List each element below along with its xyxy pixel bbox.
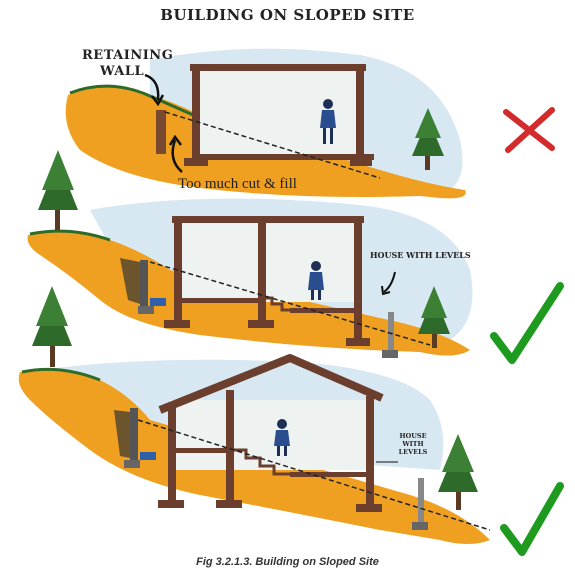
drain-3: [140, 452, 156, 460]
label-house-levels-line3: LEVELS: [398, 448, 428, 456]
cross-icon: [503, 107, 555, 153]
retaining-wall-2: [140, 260, 148, 306]
column-right-1: [356, 64, 364, 160]
original-slope-line-2: [149, 261, 431, 346]
house-interior-2: [180, 222, 358, 302]
floor-slab-1: [196, 154, 374, 160]
label-house-with-levels: HOUSE WITH LEVELS: [370, 250, 471, 260]
roof-3: [158, 354, 384, 414]
tree-1: [412, 108, 444, 170]
post-base-2: [382, 350, 398, 358]
label-house-levels-line1: HOUSE: [399, 432, 427, 440]
column-left-2: [174, 216, 182, 322]
tree-2-right: [418, 286, 450, 348]
grass-line-2: [29, 229, 111, 242]
retaining-wall-1: [156, 110, 166, 154]
person-figure-3: [274, 419, 290, 456]
floor-level-upper-2: [180, 298, 260, 303]
footing-block-2: [138, 306, 154, 314]
footing-left-3: [158, 500, 184, 508]
footing-mid-2: [248, 320, 274, 328]
label-cut-and-fill: Too much cut & fill: [178, 176, 297, 192]
floor-level-lower-3: [290, 472, 372, 477]
column-left-1: [192, 64, 200, 160]
house-interior-3: [170, 400, 370, 470]
footing-left-1: [184, 158, 208, 166]
arrow-house-levels: [383, 271, 396, 293]
gravel-backfill-3: [114, 410, 130, 458]
footing-block-3: [124, 460, 140, 468]
column-mid-2: [258, 216, 266, 322]
person-figure-1: [320, 99, 336, 144]
tree-3-right: [438, 434, 478, 510]
original-slope-line-3: [137, 419, 491, 531]
person-figure-2: [308, 261, 324, 300]
footing-right-3: [356, 504, 382, 512]
gravel-backfill-2: [120, 258, 140, 304]
grass-line-1: [69, 84, 201, 120]
stairs-2: [262, 296, 292, 312]
label-house-levels-line2: WITH: [402, 440, 424, 448]
label-retaining-wall-line2: WALL: [100, 64, 145, 79]
tree-3-left: [32, 286, 72, 367]
roof-beam-1: [190, 64, 366, 71]
label-retaining-wall-line1: RETAINING: [82, 48, 174, 63]
panel-1-cut-and-fill: [65, 48, 555, 199]
tree-2-left: [38, 150, 78, 230]
panel-3-split-level: [18, 286, 564, 556]
original-slope-line-1: [164, 111, 381, 179]
column-mid-3: [226, 390, 234, 504]
floor-level-upper-3: [172, 448, 232, 453]
figure-caption: Fig 3.2.1.3. Building on Sloped Site: [196, 556, 379, 568]
footing-mid-3: [216, 500, 242, 508]
column-right-2: [354, 216, 362, 340]
column-right-3: [366, 396, 374, 508]
footing-right-1: [350, 158, 372, 166]
footing-right-2: [346, 338, 370, 346]
post-base-3: [412, 522, 428, 530]
roof-beam-2: [172, 216, 364, 223]
retaining-wall-3: [130, 408, 138, 460]
footing-left-2: [164, 320, 190, 328]
post-right-2: [388, 312, 394, 352]
column-left-3: [168, 404, 176, 504]
post-right-3: [418, 478, 424, 524]
check-icon: [500, 482, 564, 556]
arrow-cut-fill: [171, 139, 183, 173]
arrow-retaining-wall: [144, 73, 160, 101]
grass-line-3: [21, 367, 101, 382]
panel-2-house-with-levels: [27, 150, 564, 364]
drain-2: [150, 298, 166, 306]
floor-level-lower-2: [290, 308, 360, 313]
stairs-3: [232, 448, 290, 476]
diagram-title: BUILDING ON SLOPED SITE: [160, 6, 415, 24]
check-icon: [490, 282, 564, 364]
